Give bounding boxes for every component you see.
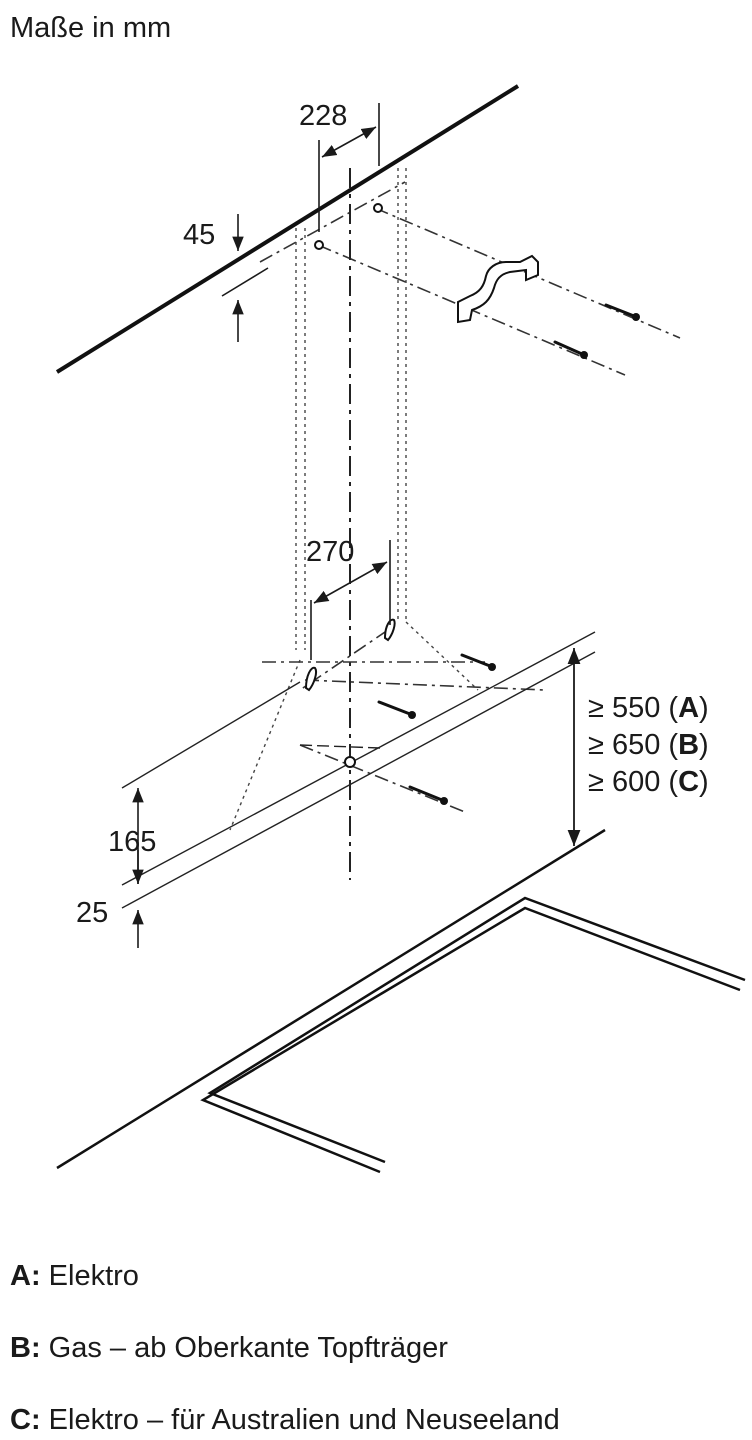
legend-text: Gas – ab Oberkante Topfträger [40, 1332, 448, 1364]
legend-text: Elektro – für Australien und Neuseeland [40, 1404, 560, 1436]
legend-key: A: [10, 1260, 41, 1292]
legend-key: C: [10, 1404, 41, 1436]
clearance-label-c: ≥ 600 (C) [588, 766, 709, 798]
dimension-228 [318, 103, 380, 232]
dimension-228-label: 228 [299, 100, 347, 132]
screw-heads [408, 313, 640, 805]
dimension-270 [310, 540, 391, 660]
wall-screw-icon [377, 303, 636, 802]
mounting-bracket-icon [457, 254, 539, 324]
dimension-270-label: 270 [306, 536, 354, 568]
clearance-label-a: ≥ 550 (A) [588, 692, 709, 724]
projection-lines [229, 168, 479, 831]
legend-item-b: B: Gas – ab Oberkante Topfträger [10, 1330, 448, 1366]
diagram-title: Maße in mm [10, 12, 172, 44]
dimension-25-label: 25 [76, 897, 108, 929]
upper-mounting-plane [259, 181, 681, 376]
hood-edge-lines [121, 631, 596, 909]
dimension-45-label: 45 [183, 219, 215, 251]
clearance-label-b: ≥ 650 (B) [588, 729, 709, 761]
lower-hole-center [344, 756, 356, 768]
legend-text: Elektro [40, 1260, 139, 1292]
cooktop [56, 828, 746, 1174]
keyhole-slots [304, 618, 396, 692]
dimension-165-label: 165 [108, 826, 156, 858]
dimension-45 [221, 214, 269, 342]
legend-item-c: C: Elektro – für Australien und Neuseela… [10, 1402, 560, 1438]
upper-hole-right [373, 203, 383, 213]
legend-item-a: A: Elektro [10, 1258, 139, 1294]
lower-mounting-plane [262, 629, 546, 813]
upper-hole-left [314, 240, 324, 250]
ceiling-line [55, 84, 520, 374]
installation-diagram: 228 45 270 165 25 ≥ 550 (A) ≥ 650 (B) ≥ … [55, 84, 746, 1174]
legend-key: B: [10, 1332, 41, 1364]
